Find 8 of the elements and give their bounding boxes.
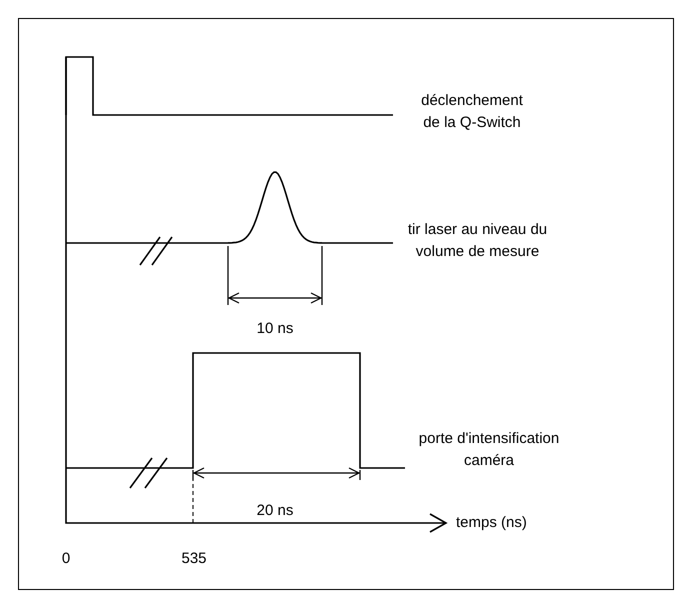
- label: 535: [180, 549, 208, 569]
- label: temps (ns): [456, 513, 528, 533]
- label: porte d'intensification caméra: [418, 429, 560, 471]
- label: déclenchement de la Q-Switch: [420, 91, 524, 133]
- label: 20 ns: [256, 501, 294, 521]
- label: tir laser au niveau du volume de mesure: [406, 220, 548, 262]
- label: 10 ns: [256, 319, 294, 339]
- label: 0: [60, 549, 72, 569]
